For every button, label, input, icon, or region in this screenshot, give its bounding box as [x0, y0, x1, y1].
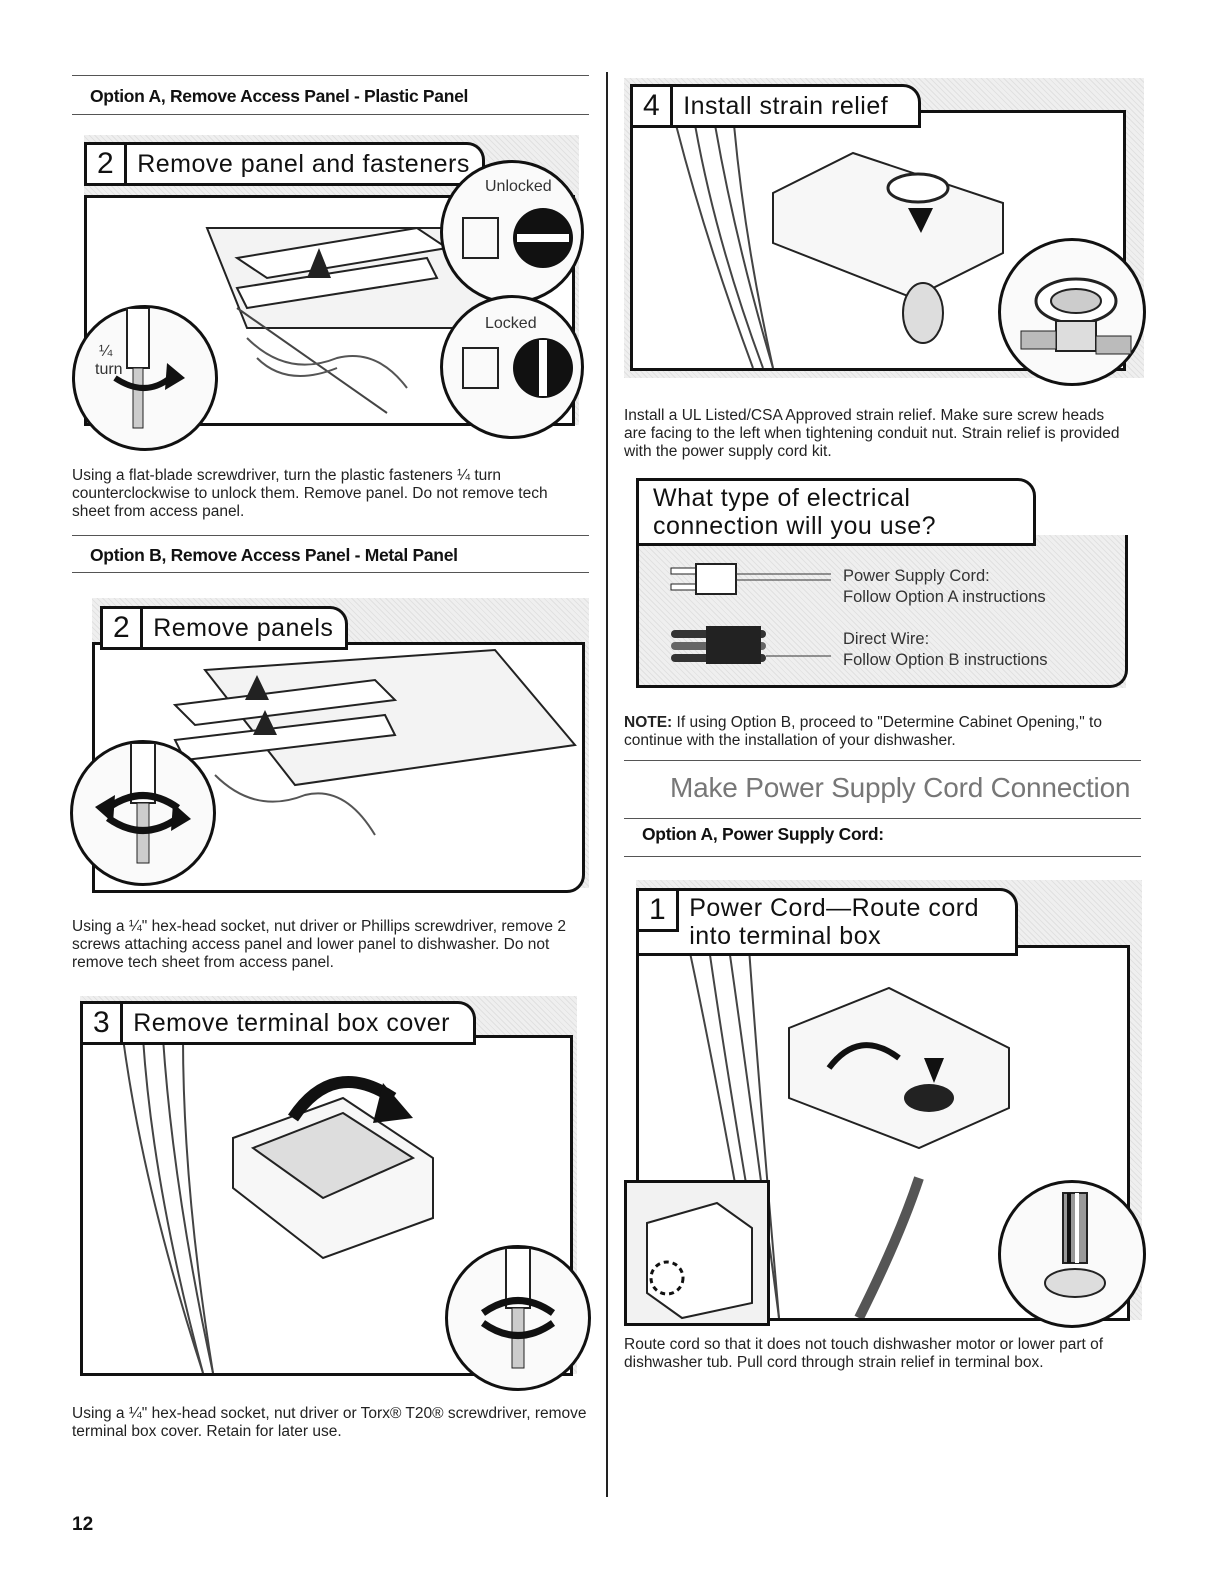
locked-fastener-detail: Locked — [440, 295, 584, 439]
screw-rotation-detail — [70, 740, 216, 886]
connection-question: What type of electrical connection will … — [636, 478, 1036, 546]
panels-illustration — [172, 648, 577, 836]
cord-option-instruction: Follow Option A instructions — [843, 588, 1046, 606]
terminal-screw-detail — [445, 1245, 591, 1391]
step-number: 1 — [639, 891, 680, 932]
note-label: NOTE: — [624, 714, 673, 731]
step-number: 2 — [103, 609, 144, 647]
step-number: 2 — [87, 145, 128, 183]
step-title: Install strain relief — [683, 91, 889, 120]
question-line-1: What type of electrical — [653, 484, 911, 512]
section-title: Make Power Supply Cord Connection — [670, 772, 1131, 803]
turn-label: turn — [95, 361, 123, 378]
locked-label: Locked — [485, 315, 537, 332]
cord-and-wire-icons — [670, 563, 831, 664]
step-1-text: Route cord so that it does not touch dis… — [624, 1336, 1104, 1371]
step-4-title: 4 Install strain relief — [630, 84, 921, 128]
step-number: 4 — [633, 87, 674, 125]
step-1-title: 1 Power Cord—Route cord into terminal bo… — [636, 888, 1018, 956]
power-plug-icon — [670, 563, 831, 595]
option-a-text: Using a flat-blade screwdriver, turn the… — [72, 467, 548, 520]
dishwasher-inset — [624, 1180, 770, 1326]
step-title: Remove terminal box cover — [133, 1008, 450, 1037]
step-number: 3 — [83, 1004, 124, 1042]
step-title: Remove panels — [153, 613, 334, 642]
unlocked-label: Unlocked — [485, 178, 552, 195]
route-cord-illustration — [688, 948, 1010, 1318]
step-4-text: Install a UL Listed/CSA Approved strain … — [624, 407, 1120, 460]
quarter-turn-detail: ¼ turn — [72, 305, 218, 451]
direct-wire-icon — [671, 626, 831, 664]
step-title-line-2: into terminal box — [689, 922, 882, 950]
option-a-cord-heading: Option A, Power Supply Cord: — [642, 824, 884, 844]
cord-option-label: Power Supply Cord: — [843, 567, 990, 585]
step-2b-title: 2 Remove panels — [100, 606, 348, 650]
wire-option-label: Direct Wire: — [843, 630, 930, 648]
quarter-label: ¼ — [99, 343, 113, 360]
note-text: NOTE: If using Option B, proceed to "Det… — [624, 714, 1124, 750]
step-3-text: Using a ¼" hex-head socket, nut driver o… — [72, 1405, 587, 1440]
wire-option-instruction: Follow Option B instructions — [843, 651, 1048, 669]
note-body: If using Option B, proceed to "Determine… — [624, 714, 1102, 749]
step-2a-title: 2 Remove panel and fasteners — [84, 142, 485, 186]
unlocked-fastener-detail: Unlocked — [440, 160, 584, 304]
question-line-2: connection will you use? — [653, 512, 936, 540]
step-title-line-1: Power Cord—Route cord — [689, 894, 979, 922]
strain-relief-cord-detail — [998, 1180, 1146, 1328]
step-3-title: 3 Remove terminal box cover — [80, 1001, 476, 1045]
step-title: Remove panel and fasteners — [137, 149, 470, 178]
page-number: 12 — [72, 1514, 94, 1535]
option-b-text: Using a ¼" hex-head socket, nut driver o… — [72, 918, 566, 971]
option-a-heading: Option A, Remove Access Panel - Plastic … — [90, 86, 469, 106]
strain-relief-illustration — [672, 113, 1004, 368]
strain-relief-detail — [998, 238, 1146, 386]
terminal-box-illustration — [122, 1038, 434, 1373]
option-b-heading: Option B, Remove Access Panel - Metal Pa… — [90, 545, 458, 565]
